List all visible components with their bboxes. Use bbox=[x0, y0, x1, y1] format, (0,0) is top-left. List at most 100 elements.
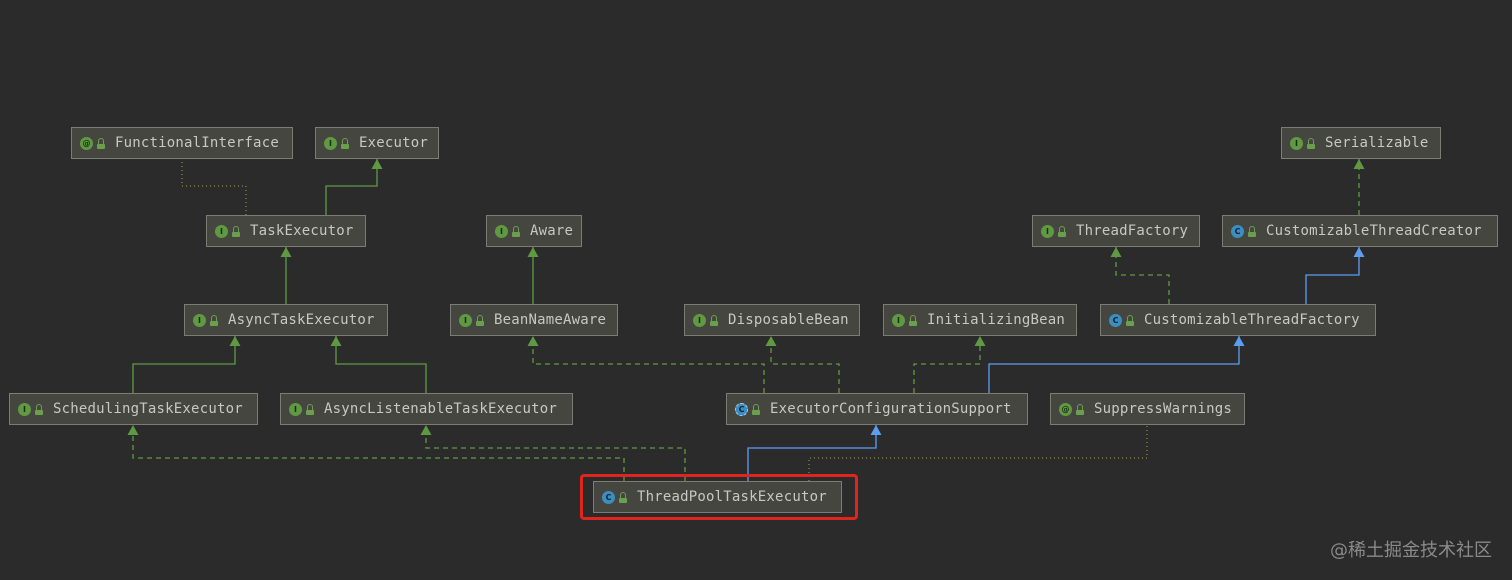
public-lock-icon bbox=[210, 315, 218, 326]
edge-arrowhead bbox=[1353, 159, 1365, 169]
edge-implements bbox=[913, 336, 981, 393]
node-label: ExecutorConfigurationSupport bbox=[770, 401, 1012, 417]
edge-annotated bbox=[808, 425, 1148, 481]
public-lock-icon bbox=[1248, 226, 1256, 237]
node-label: SuppressWarnings bbox=[1094, 401, 1233, 417]
node-customizable-thread-creator[interactable]: C CustomizableThreadCreator bbox=[1222, 215, 1498, 247]
selection-highlight bbox=[580, 474, 858, 520]
public-lock-icon bbox=[710, 315, 718, 326]
node-async-task-executor[interactable]: I AsyncTaskExecutor bbox=[184, 304, 388, 336]
edge-extends bbox=[335, 336, 427, 393]
annotation-icon: @ bbox=[80, 136, 93, 150]
public-lock-icon bbox=[1126, 315, 1134, 326]
node-thread-factory[interactable]: I ThreadFactory bbox=[1032, 215, 1200, 247]
node-bean-name-aware[interactable]: I BeanNameAware bbox=[450, 304, 618, 336]
public-lock-icon bbox=[909, 315, 917, 326]
node-label: BeanNameAware bbox=[494, 312, 607, 328]
interface-icon: I bbox=[892, 313, 905, 327]
node-label: ThreadFactory bbox=[1076, 223, 1189, 239]
class-icon: C bbox=[1109, 313, 1122, 327]
edge-implements bbox=[132, 425, 625, 481]
edge-implements bbox=[532, 336, 765, 393]
edge-arrowhead bbox=[371, 159, 383, 169]
edge-arrowhead bbox=[870, 425, 882, 435]
interface-icon: I bbox=[18, 402, 31, 416]
interface-icon: I bbox=[1290, 136, 1303, 150]
node-label: InitializingBean bbox=[927, 312, 1066, 328]
node-label: Aware bbox=[530, 223, 574, 239]
node-initializing-bean[interactable]: I InitializingBean bbox=[883, 304, 1077, 336]
interface-icon: I bbox=[324, 136, 337, 150]
edge-class_extends bbox=[1305, 247, 1360, 304]
node-task-executor[interactable]: I TaskExecutor bbox=[206, 215, 366, 247]
node-thread-pool-task-executor[interactable]: C ThreadPoolTaskExecutor bbox=[593, 481, 842, 513]
node-async-listenable-task-executor[interactable]: I AsyncListenableTaskExecutor bbox=[280, 393, 573, 425]
edge-arrowhead bbox=[280, 247, 292, 257]
node-executor-configuration-support[interactable]: C ExecutorConfigurationSupport bbox=[726, 393, 1028, 425]
edge-extends bbox=[325, 159, 378, 215]
edge-extends bbox=[132, 336, 236, 393]
interface-icon: I bbox=[693, 313, 706, 327]
edge-arrowhead bbox=[1353, 247, 1365, 257]
node-label: Executor bbox=[359, 135, 429, 151]
edge-arrowhead bbox=[527, 336, 539, 346]
edge-class_extends bbox=[747, 425, 877, 481]
node-label: AsyncTaskExecutor bbox=[228, 312, 375, 328]
node-suppress-warnings[interactable]: @ SuppressWarnings bbox=[1050, 393, 1245, 425]
edge-arrowhead bbox=[1110, 247, 1122, 257]
edge-arrowhead bbox=[765, 336, 777, 346]
node-customizable-thread-factory[interactable]: C CustomizableThreadFactory bbox=[1100, 304, 1376, 336]
edge-arrowhead bbox=[527, 247, 539, 257]
edge-arrowhead bbox=[229, 336, 241, 346]
interface-icon: I bbox=[459, 313, 472, 327]
edge-arrowhead bbox=[974, 336, 986, 346]
node-disposable-bean[interactable]: I DisposableBean bbox=[684, 304, 860, 336]
edge-arrowhead bbox=[420, 425, 432, 435]
class-icon: C bbox=[602, 490, 615, 504]
public-lock-icon bbox=[476, 315, 484, 326]
edge-arrowhead bbox=[1233, 336, 1245, 346]
public-lock-icon bbox=[1076, 404, 1084, 415]
interface-icon: I bbox=[193, 313, 206, 327]
node-serializable[interactable]: I Serializable bbox=[1281, 127, 1441, 159]
node-label: CustomizableThreadCreator bbox=[1266, 223, 1482, 239]
interface-icon: I bbox=[289, 402, 302, 416]
public-lock-icon bbox=[341, 138, 349, 149]
public-lock-icon bbox=[232, 226, 240, 237]
edge-class_extends bbox=[988, 336, 1240, 393]
watermark: @稀土掘金技术社区 bbox=[1330, 540, 1492, 561]
public-lock-icon bbox=[306, 404, 314, 415]
public-lock-icon bbox=[97, 138, 105, 149]
interface-icon: I bbox=[215, 224, 228, 238]
interface-icon: I bbox=[1041, 224, 1054, 238]
edge-arrowhead bbox=[330, 336, 342, 346]
edge-implements bbox=[1115, 247, 1170, 304]
node-label: TaskExecutor bbox=[250, 223, 354, 239]
node-label: FunctionalInterface bbox=[115, 135, 279, 151]
public-lock-icon bbox=[1307, 138, 1315, 149]
abstract-class-icon: C bbox=[735, 402, 748, 416]
edge-arrowhead bbox=[127, 425, 139, 435]
edge-implements bbox=[770, 336, 840, 393]
node-label: SchedulingTaskExecutor bbox=[53, 401, 243, 417]
node-label: AsyncListenableTaskExecutor bbox=[324, 401, 557, 417]
node-functional-interface[interactable]: @ FunctionalInterface bbox=[71, 127, 293, 159]
node-label: Serializable bbox=[1325, 135, 1429, 151]
edge-implements bbox=[425, 425, 686, 481]
node-label: ThreadPoolTaskExecutor bbox=[637, 489, 827, 505]
node-executor[interactable]: I Executor bbox=[315, 127, 439, 159]
annotation-icon: @ bbox=[1059, 402, 1072, 416]
public-lock-icon bbox=[35, 404, 43, 415]
public-lock-icon bbox=[619, 492, 627, 503]
public-lock-icon bbox=[1058, 226, 1066, 237]
node-aware[interactable]: I Aware bbox=[486, 215, 582, 247]
node-label: CustomizableThreadFactory bbox=[1144, 312, 1360, 328]
public-lock-icon bbox=[752, 404, 760, 415]
node-scheduling-task-executor[interactable]: I SchedulingTaskExecutor bbox=[9, 393, 258, 425]
node-label: DisposableBean bbox=[728, 312, 849, 328]
edge-annotated bbox=[181, 158, 247, 215]
class-icon: C bbox=[1231, 224, 1244, 238]
interface-icon: I bbox=[495, 224, 508, 238]
public-lock-icon bbox=[512, 226, 520, 237]
